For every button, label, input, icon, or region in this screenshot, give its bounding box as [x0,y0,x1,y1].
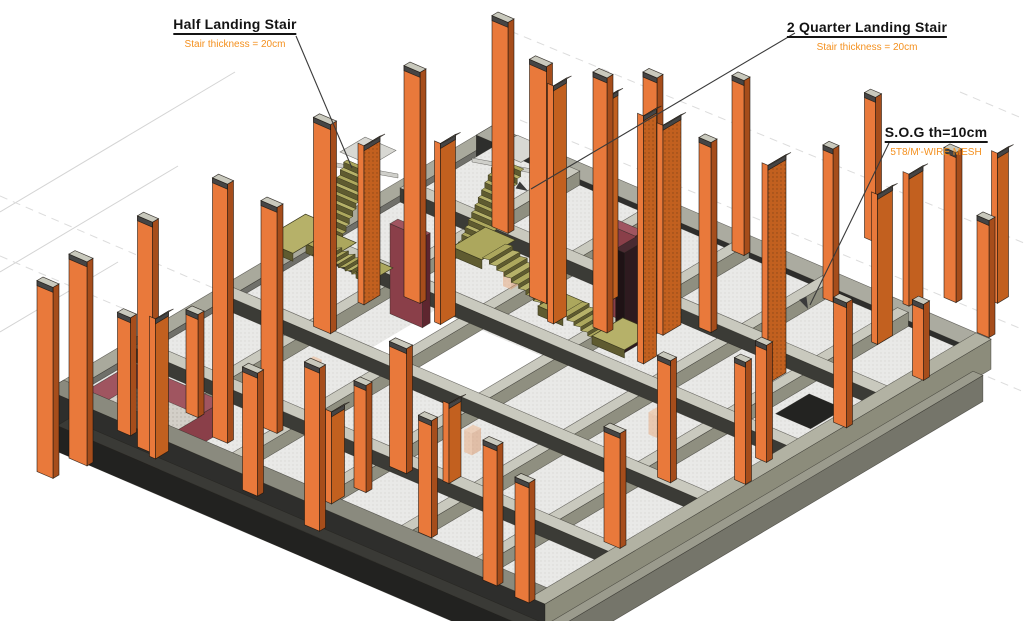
annotation-leaders [295,32,890,309]
column[interactable] [403,61,427,305]
column[interactable] [761,152,792,384]
column[interactable] [832,293,854,429]
column[interactable] [482,436,504,587]
column[interactable] [822,140,840,303]
column[interactable] [149,308,174,460]
column[interactable] [442,393,467,485]
column[interactable] [592,68,614,334]
column[interactable] [733,353,753,486]
column[interactable] [698,133,718,334]
leader-arrowhead [799,296,808,309]
column[interactable] [303,357,327,532]
annotation-title: Half Landing Stair [173,16,297,35]
leader-half-landing [295,35,353,169]
central-void [368,310,545,397]
column[interactable] [116,308,138,437]
column[interactable] [976,211,996,339]
leader-sog [809,142,890,306]
annotation-title: S.O.G th=10cm [884,124,988,143]
column[interactable] [911,295,931,382]
annotation-subtitle: 5T8/M'-WIRE MESH [890,147,982,158]
column[interactable] [211,173,235,444]
column[interactable] [547,75,572,325]
column[interactable] [656,112,687,336]
annotation-subtitle: Stair thickness = 20cm [184,39,286,50]
column[interactable] [943,143,963,304]
column[interactable] [185,305,205,419]
column[interactable] [136,211,160,454]
column[interactable] [325,401,350,505]
column[interactable] [637,105,662,365]
column[interactable] [871,183,898,346]
annotation-title: 2 Quarter Landing Stair [786,19,948,38]
columns-group [36,11,1014,604]
annotation-sog[interactable]: S.O.G th=10cm 5T8/M'-WIRE MESH [884,124,988,158]
column[interactable] [754,336,774,464]
column[interactable] [731,71,751,257]
column[interactable] [434,132,461,326]
column[interactable] [417,411,439,539]
column[interactable] [902,163,929,307]
column[interactable] [357,133,386,306]
column[interactable] [312,113,338,335]
column[interactable] [491,11,515,235]
annotation-subtitle: Stair thickness = 20cm [816,42,918,53]
column[interactable] [656,351,678,484]
column[interactable] [36,276,60,480]
column[interactable] [603,422,627,550]
column[interactable] [68,250,94,467]
column[interactable] [241,362,265,497]
annotation-2-quarter-landing-stair[interactable]: 2 Quarter Landing Stair Stair thickness … [786,19,948,53]
leader-arrowhead [515,181,528,191]
near-perimeter-beams [46,332,992,621]
column[interactable] [260,196,284,435]
column[interactable] [353,376,373,494]
column[interactable] [388,337,414,475]
annotation-half-landing-stair[interactable]: Half Landing Stair Stair thickness = 20c… [173,16,297,50]
leader-2-quarter [530,32,796,190]
column[interactable] [514,473,536,604]
